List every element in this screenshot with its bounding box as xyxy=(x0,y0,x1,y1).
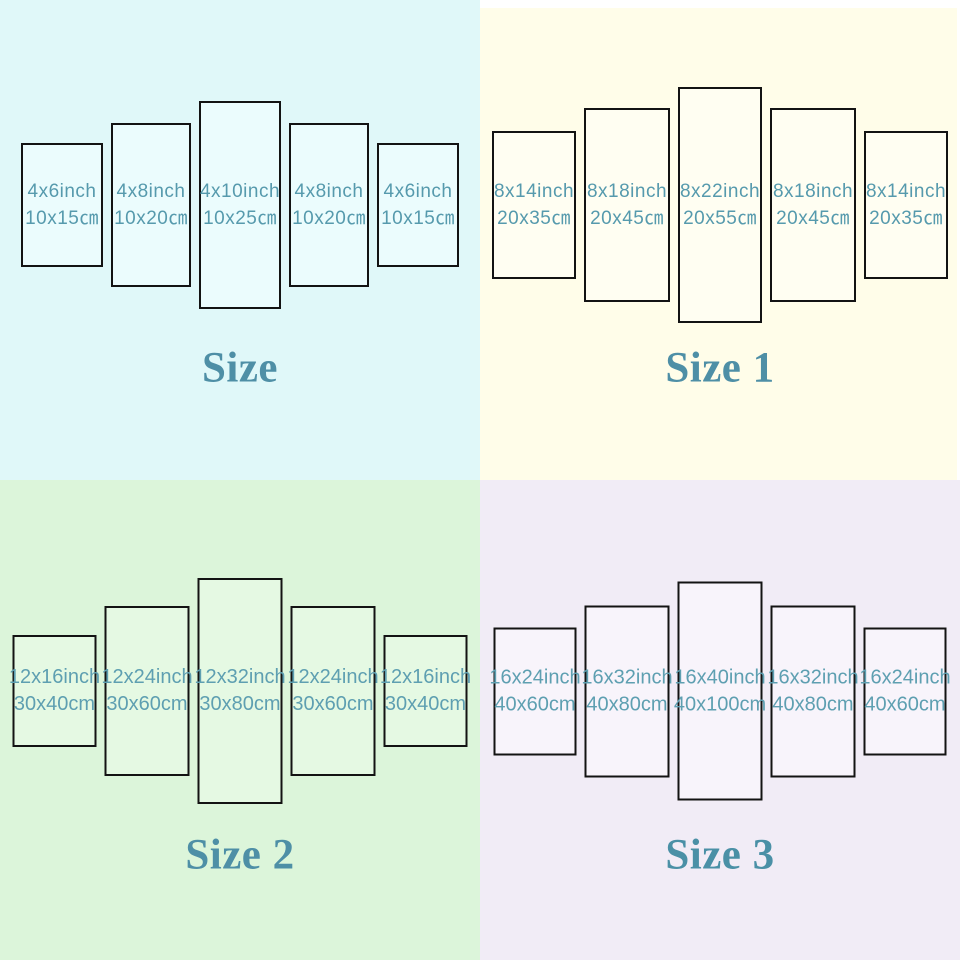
canvas-panel: 4x6inch 10x15㎝ xyxy=(377,143,459,267)
panel-size-label: 8x14inch 20x35㎝ xyxy=(866,178,946,232)
panel-size-inch: 8x14inch xyxy=(865,181,947,202)
panel-size-inch: 16x32inch xyxy=(767,666,859,688)
canvas-panel: 8x14inch 20x35㎝ xyxy=(864,131,948,279)
panel-size-inch: 12x24inch xyxy=(287,666,379,688)
panel-size-label: 8x14inch 20x35㎝ xyxy=(494,178,574,232)
canvas-panel: 12x24inch 30x60cm xyxy=(287,606,379,776)
panel-size-inch: 8x14inch xyxy=(493,181,575,202)
panel-size-label: 8x22inch 20x55㎝ xyxy=(680,178,760,232)
size-group-title: Size xyxy=(201,344,279,392)
canvas-panel: 8x18inch 20x45㎝ xyxy=(584,108,670,302)
panel-size-inch: 8x22inch xyxy=(679,181,761,202)
panel-size-inch: 12x24inch xyxy=(101,666,193,688)
panel-size-cm: 10x15㎝ xyxy=(381,208,455,229)
panel-size-inch: 4x6inch xyxy=(383,181,453,202)
panel-size-inch: 12x16inch xyxy=(379,666,472,688)
panel-size-label: 4x6inch 10x15㎝ xyxy=(381,178,455,232)
panel-size-cm: 20x35㎝ xyxy=(869,208,943,229)
panel-size-inch: 8x18inch xyxy=(772,181,854,202)
panel-size-inch: 4x8inch xyxy=(294,181,364,202)
canvas-panel: 16x24inch 40x60cm xyxy=(859,627,951,755)
panel-size-cm: 10x25㎝ xyxy=(203,208,277,229)
panel-size-cm: 10x20㎝ xyxy=(292,208,366,229)
panel-size-label: 8x18inch 20x45㎝ xyxy=(587,178,667,232)
panel-size-label: 16x24inch 40x60cm xyxy=(859,664,950,718)
panel-size-inch: 16x32inch xyxy=(581,666,673,688)
panel-size-label: 4x10inch 10x25㎝ xyxy=(200,178,280,232)
panel-row: 16x24inch 40x60cm 16x32inch 40x80cm 16x4… xyxy=(489,581,951,801)
panel-size-label: 4x8inch 10x20㎝ xyxy=(292,178,366,232)
panel-size-cm: 20x45㎝ xyxy=(590,208,664,229)
panel-size-label: 8x18inch 20x45㎝ xyxy=(773,178,853,232)
panel-size-label: 4x8inch 10x20㎝ xyxy=(114,178,188,232)
panel-size-cm: 40x60cm xyxy=(864,693,946,715)
size-group-title: Size 3 xyxy=(665,831,775,879)
size-group-title: Size 1 xyxy=(665,344,775,392)
panel-size-inch: 4x10inch xyxy=(199,181,281,202)
canvas-panel: 12x24inch 30x60cm xyxy=(101,606,193,776)
panel-size-inch: 12x32inch xyxy=(194,666,286,688)
canvas-panel: 16x40inch 40x100cm xyxy=(674,581,766,801)
panel-size-inch: 12x16inch xyxy=(8,666,101,688)
panel-size-inch: 4x6inch xyxy=(27,181,97,202)
panel-size-cm: 30x60cm xyxy=(292,693,374,715)
canvas-panel: 16x24inch 40x60cm xyxy=(489,627,581,755)
panel-size-cm: 10x15㎝ xyxy=(25,208,99,229)
panel-size-label: 16x40inch 40x100cm xyxy=(674,664,766,718)
panel-size-cm: 10x20㎝ xyxy=(114,208,188,229)
size-group-title: Size 2 xyxy=(185,831,295,879)
canvas-panel: 4x8inch 10x20㎝ xyxy=(289,123,369,287)
canvas-panel: 4x10inch 10x25㎝ xyxy=(199,101,281,309)
panel-size-label: 4x6inch 10x15㎝ xyxy=(25,178,99,232)
quadrant-size: 4x6inch 10x15㎝ 4x8inch 10x20㎝ 4x10inch 1… xyxy=(0,0,480,480)
panel-size-cm: 30x60cm xyxy=(106,693,188,715)
panel-size-inch: 16x40inch xyxy=(674,666,766,688)
canvas-panel: 16x32inch 40x80cm xyxy=(767,605,859,777)
panel-size-cm: 30x40cm xyxy=(384,693,467,715)
panel-size-inch: 4x8inch xyxy=(116,181,186,202)
panel-size-label: 12x16inch 30x40cm xyxy=(380,664,471,718)
panel-size-cm: 20x35㎝ xyxy=(497,208,571,229)
panel-size-label: 12x24inch 30x60cm xyxy=(287,664,378,718)
canvas-panel: 4x6inch 10x15㎝ xyxy=(21,143,103,267)
canvas-panel: 8x14inch 20x35㎝ xyxy=(492,131,576,279)
panel-size-cm: 40x100cm xyxy=(673,693,767,715)
quadrant-size-1: 8x14inch 20x35㎝ 8x18inch 20x45㎝ 8x22inch… xyxy=(480,0,960,480)
panel-row: 8x14inch 20x35㎝ 8x18inch 20x45㎝ 8x22inch… xyxy=(492,87,948,323)
canvas-panel: 4x8inch 10x20㎝ xyxy=(111,123,191,287)
panel-size-label: 12x24inch 30x60cm xyxy=(101,664,192,718)
quadrant-size-2: 12x16inch 30x40cm 12x24inch 30x60cm 12x3… xyxy=(0,480,480,960)
canvas-panel: 8x22inch 20x55㎝ xyxy=(678,87,762,323)
panel-size-cm: 40x60cm xyxy=(494,693,576,715)
panel-size-cm: 40x80cm xyxy=(586,693,668,715)
panel-size-label: 12x16inch 30x40cm xyxy=(9,664,100,718)
panel-size-label: 16x32inch 40x80cm xyxy=(767,664,858,718)
canvas-panel: 12x16inch 30x40cm xyxy=(380,635,471,747)
panel-row: 4x6inch 10x15㎝ 4x8inch 10x20㎝ 4x10inch 1… xyxy=(21,101,459,309)
panel-size-cm: 20x45㎝ xyxy=(776,208,850,229)
canvas-panel: 8x18inch 20x45㎝ xyxy=(770,108,856,302)
panel-size-cm: 20x55㎝ xyxy=(683,208,757,229)
quadrant-size-3: 16x24inch 40x60cm 16x32inch 40x80cm 16x4… xyxy=(480,480,960,960)
panel-row: 12x16inch 30x40cm 12x24inch 30x60cm 12x3… xyxy=(9,578,471,804)
panel-size-cm: 30x80cm xyxy=(199,693,281,715)
panel-size-inch: 8x18inch xyxy=(586,181,668,202)
panel-size-cm: 30x40cm xyxy=(13,693,96,715)
panel-size-label: 16x24inch 40x60cm xyxy=(489,664,580,718)
panel-size-cm: 40x80cm xyxy=(772,693,854,715)
panel-size-inch: 16x24inch xyxy=(859,666,951,688)
panel-size-label: 16x32inch 40x80cm xyxy=(581,664,672,718)
canvas-panel: 12x32inch 30x80cm xyxy=(194,578,286,804)
canvas-panel: 16x32inch 40x80cm xyxy=(581,605,673,777)
panel-size-label: 12x32inch 30x80cm xyxy=(194,664,285,718)
panel-size-inch: 16x24inch xyxy=(489,666,581,688)
canvas-panel: 12x16inch 30x40cm xyxy=(9,635,100,747)
